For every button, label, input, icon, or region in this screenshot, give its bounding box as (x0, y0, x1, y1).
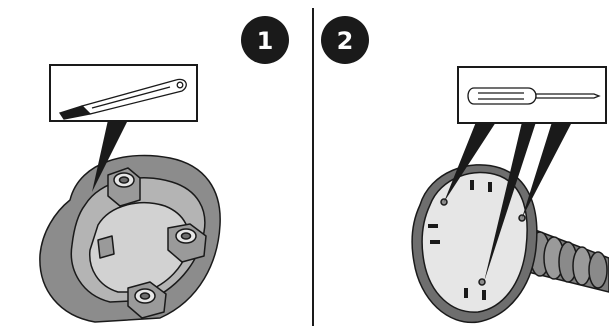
step-1-panel: 1 (40, 16, 289, 322)
screw-bottom (479, 279, 485, 285)
mounting-base-icon (40, 155, 220, 322)
step-2-callout-box (458, 67, 606, 123)
step-1-badge: 1 (241, 16, 289, 64)
step-2-panel: 2 (321, 16, 609, 322)
step-1-number: 1 (257, 27, 274, 55)
step-1-callout-box (50, 65, 197, 121)
step-2-badge: 2 (321, 16, 369, 64)
step-2-number: 2 (337, 27, 354, 55)
